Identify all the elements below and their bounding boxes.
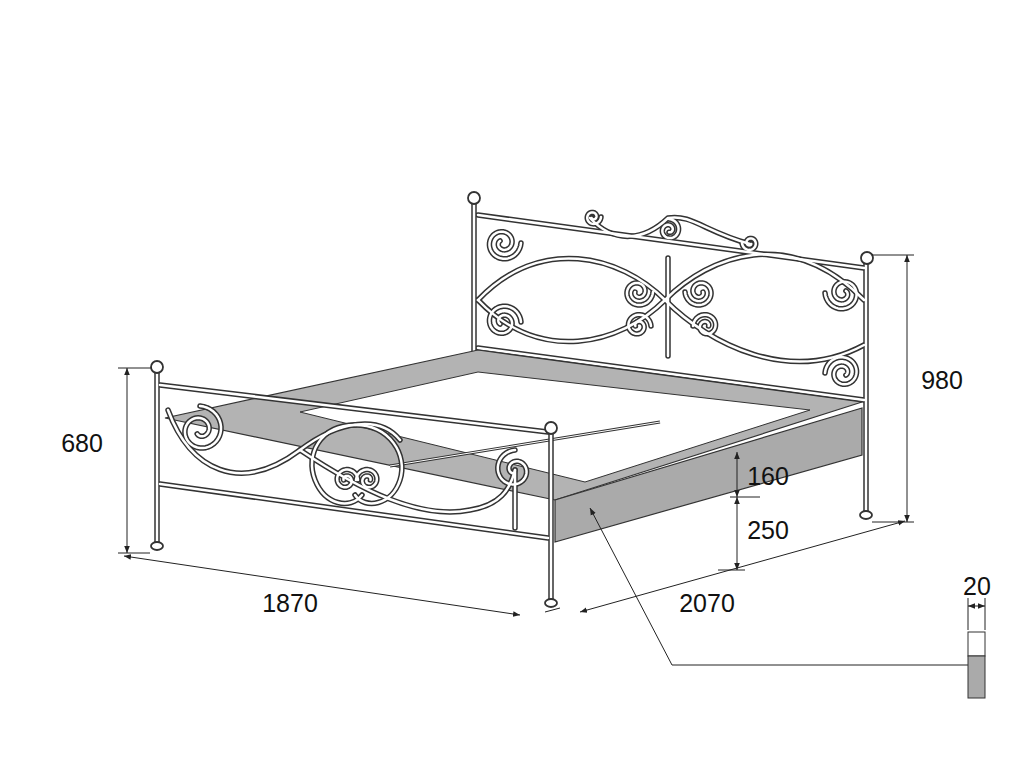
metal-tube-highlight [590,217,750,244]
metal-tube [825,282,857,309]
metal-tube-highlight [587,212,601,224]
metal-tube-highlight [825,282,857,309]
metal-tube-highlight [478,258,864,361]
dimension-label: 1870 [262,591,318,616]
dimension-line [737,497,738,570]
metal-tube-highlight [185,406,221,448]
metal-tube-highlight [498,450,527,484]
dimension-line [737,452,738,497]
metal-tube [154,372,160,545]
metal-tube-highlight [693,315,716,334]
footboard [151,361,557,607]
side-rail [555,408,862,542]
metal-tube-highlight [514,470,517,528]
metal-tube-highlight [312,425,362,503]
metal-tube-highlight [156,372,159,545]
extension-line [118,553,150,554]
dimension-line [127,368,128,553]
metal-tube-highlight [667,258,670,356]
metal-tube-highlight [489,306,521,333]
post-ball [861,252,873,264]
metal-tube [665,258,671,356]
extension-line [872,255,914,256]
metal-tube-highlight [742,238,756,250]
metal-tube [548,432,554,600]
metal-tube-highlight [627,283,653,305]
rail-section [968,632,985,698]
dimension-lines [118,255,985,665]
dimension-label: 2070 [679,591,735,616]
post-ball [545,422,557,434]
extension-line [730,497,760,498]
metal-tube-highlight [662,219,678,238]
dimension-label: 160 [747,464,789,489]
leader-line [590,508,968,665]
dimension-label: 250 [747,518,789,543]
metal-tube [590,217,750,244]
metal-tube-highlight [337,470,358,488]
extension-line [985,598,986,630]
metal-tube-highlight [478,254,864,341]
metal-tube [478,254,864,341]
tube-fill [157,372,551,600]
post-ball [468,192,480,204]
metal-tube-highlight [685,283,711,305]
metal-tube [355,425,402,503]
metal-tube-highlight [628,315,651,334]
metal-tube-highlight [825,357,857,384]
metal-tube [478,258,864,361]
dimension-line [968,606,985,607]
extension-line [968,598,969,630]
section-body [968,656,985,698]
extension-line [872,522,914,523]
metal-tube [185,406,221,448]
post-ball [151,361,163,373]
metal-tube-highlight [355,425,402,503]
post-ball [151,542,163,550]
tube-outline [157,372,551,600]
dimension-line [124,556,520,615]
metal-tube-highlight [550,432,553,600]
extension-line [545,608,560,612]
post-finials [151,361,557,607]
section-top [968,632,985,656]
metal-tube-highlight [300,450,515,512]
metal-tube [489,232,521,259]
metal-tube-highlight [489,232,521,259]
post-ball [545,599,557,607]
metal-tube [685,283,711,305]
metal-tube [160,484,548,538]
metal-tube-highlight [160,484,548,538]
metal-tube [825,357,857,384]
dimension-line [580,521,905,612]
extension-line [118,368,152,369]
dimension-label: 980 [921,368,963,393]
bed-platform [165,350,862,542]
metal-tube [742,238,756,250]
metal-tube-highlight [356,470,377,488]
dimension-line [907,255,908,522]
dimension-label: 20 [963,574,991,599]
post-ball [860,511,872,519]
dimension-label: 680 [61,431,103,456]
